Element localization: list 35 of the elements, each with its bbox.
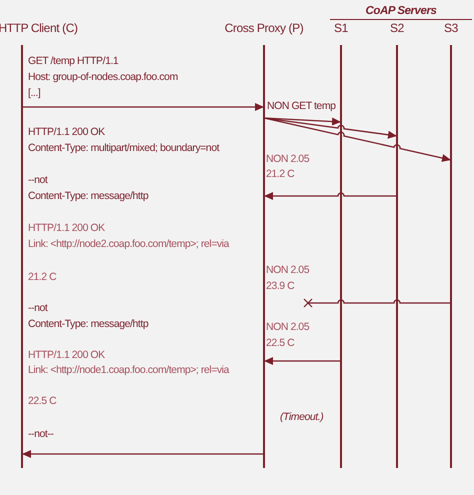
message-text: Host: group-of-nodes.coap.foo.com xyxy=(28,71,178,84)
message-text: NON 2.05 xyxy=(266,264,310,277)
participant-label: S2 xyxy=(390,21,404,35)
message-text: 23.9 C xyxy=(266,280,294,293)
participant-label: S1 xyxy=(334,21,348,35)
message-arrow xyxy=(264,357,341,365)
message-text: --not xyxy=(28,302,48,315)
message-text: 22.5 C xyxy=(28,395,56,408)
message-text: HTTP/1.1 200 OK xyxy=(28,126,105,139)
note-text: (Timeout.) xyxy=(280,411,324,424)
message-text: HTTP/1.1 200 OK xyxy=(28,222,105,235)
message-text: Link: <http://node2.coap.foo.com/temp>; rel=via xyxy=(28,238,229,251)
message-text: Content-Type: message/http xyxy=(28,318,148,331)
message-text: Link: <http://node1.coap.foo.com/temp>; rel=via xyxy=(28,364,229,377)
message-text: 22.5 C xyxy=(266,337,294,350)
message-arrow xyxy=(264,117,452,162)
message-text: Content-Type: message/http xyxy=(28,190,148,203)
message-text: NON GET temp xyxy=(267,100,336,113)
message-arrow xyxy=(264,117,398,139)
message-text: --not-- xyxy=(28,428,54,441)
message-text: NON 2.05 xyxy=(266,321,310,334)
message-text: 21.2 C xyxy=(266,168,294,181)
message-text: GET /temp HTTP/1.1 xyxy=(28,55,118,68)
group-heading: CoAP Servers xyxy=(330,5,472,20)
message-text: 21.2 C xyxy=(28,271,56,284)
message-text: --not xyxy=(28,174,48,187)
participant-label: S3 xyxy=(444,21,458,35)
message-text: [...] xyxy=(28,87,40,100)
message-arrow xyxy=(264,192,397,200)
message-text: NON 2.05 xyxy=(266,153,310,166)
message-arrow xyxy=(22,450,264,458)
message-arrow xyxy=(22,103,264,111)
message-text: HTTP/1.1 200 OK xyxy=(28,349,105,362)
participant-label: Cross Proxy (P) xyxy=(224,21,304,35)
message-text: Content-Type: multipart/mixed; boundary=not xyxy=(28,142,220,155)
